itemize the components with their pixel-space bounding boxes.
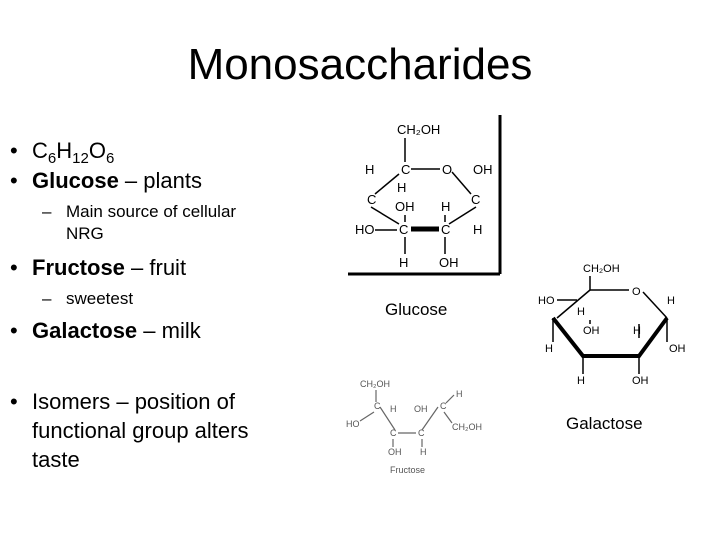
bullet-formula: •C6H12O6 <box>10 138 115 167</box>
glucose-term: Glucose <box>32 168 119 193</box>
svg-text:H: H <box>420 447 427 457</box>
sub-glucose: –Main source of cellular NRG <box>42 202 237 243</box>
svg-text:C: C <box>374 401 381 411</box>
bullet-isomers: •Isomers – position of functional group … <box>10 389 249 472</box>
svg-text:H: H <box>441 199 450 214</box>
galactose-ch2oh-label: CH₂OH <box>583 263 620 275</box>
svg-text:C: C <box>471 192 480 207</box>
svg-text:C: C <box>390 428 397 438</box>
galactose-structure-image: CH₂OH O HO H H OH H H OH H OH <box>538 263 686 387</box>
svg-text:OH: OH <box>632 375 649 387</box>
svg-text:HO: HO <box>346 419 360 429</box>
bullet-glucose: •Glucose – plants <box>10 168 202 193</box>
svg-text:H: H <box>577 375 585 387</box>
svg-text:C: C <box>367 192 376 207</box>
svg-text:O: O <box>632 286 641 298</box>
fructose-structure-image: CH₂OH C H C H OH HO CH₂OH C C OH H Fruct… <box>346 379 482 475</box>
svg-text:H: H <box>365 162 374 177</box>
svg-text:C: C <box>401 162 410 177</box>
svg-text:OH: OH <box>395 199 415 214</box>
svg-text:OH: OH <box>669 343 686 355</box>
svg-text:H: H <box>397 180 406 195</box>
svg-text:O: O <box>442 162 452 177</box>
svg-text:OH: OH <box>414 404 428 414</box>
svg-text:C: C <box>399 222 408 237</box>
svg-text:H: H <box>456 389 463 399</box>
fructose-term: Fructose <box>32 255 125 280</box>
svg-text:OH: OH <box>439 255 459 270</box>
svg-text:HO: HO <box>538 295 555 307</box>
svg-text:H: H <box>667 295 675 307</box>
glucose-ch2oh-label: CH₂OH <box>397 122 440 137</box>
sub-fructose: –sweetest <box>42 289 134 308</box>
svg-text:OH: OH <box>583 325 600 337</box>
svg-text:H: H <box>577 306 585 318</box>
svg-text:H: H <box>473 222 482 237</box>
svg-text:H: H <box>633 325 641 337</box>
svg-text:C: C <box>441 222 450 237</box>
galactose-caption: Galactose <box>566 414 643 433</box>
svg-text:H: H <box>545 343 553 355</box>
svg-text:CH₂OH: CH₂OH <box>452 422 482 432</box>
bullet-galactose: •Galactose – milk <box>10 318 201 343</box>
svg-text:C: C <box>440 401 447 411</box>
svg-text:H: H <box>399 255 408 270</box>
fructose-label: Fructose <box>390 465 425 475</box>
bullet-fructose: •Fructose – fruit <box>10 255 187 280</box>
svg-text:OH: OH <box>388 447 402 457</box>
svg-text:C: C <box>418 428 425 438</box>
svg-text:HO: HO <box>355 222 375 237</box>
galactose-term: Galactose <box>32 318 138 343</box>
glucose-structure-image: CH₂OH C O H OH H C C OH H HO C C H H OH <box>348 115 502 276</box>
svg-text:OH: OH <box>473 162 493 177</box>
slide-title: Monosaccharides <box>187 40 533 89</box>
formula: C6H12O6 <box>32 138 115 167</box>
glucose-caption: Glucose <box>385 300 448 319</box>
fructose-ch2oh-label: CH₂OH <box>360 379 390 389</box>
svg-text:H: H <box>390 404 397 414</box>
